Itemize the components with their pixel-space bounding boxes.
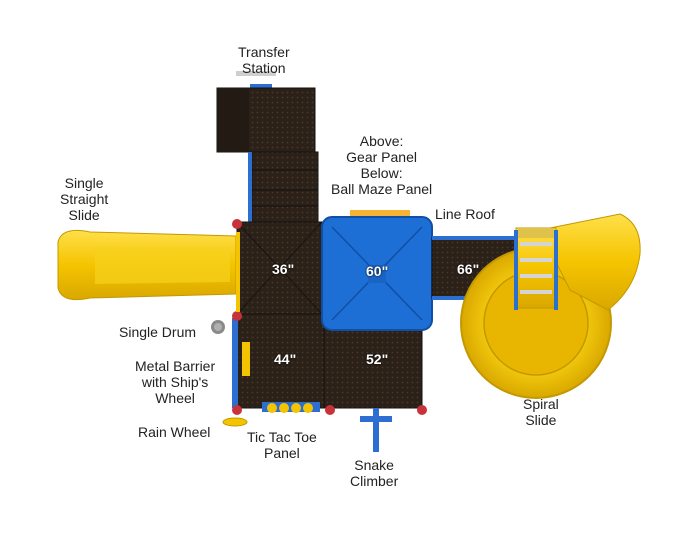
label-tic-tac-toe: Tic Tac Toe Panel [247,429,317,461]
deck-36 [236,221,323,315]
label-metal-barrier: Metal Barrier with Ship's Wheel [135,358,216,406]
metal-barrier [232,318,250,408]
single-drum [211,320,225,334]
straight-slide [57,229,237,301]
label-spiral-slide: Spiral Slide [523,396,559,428]
label-single-drum: Single Drum [119,324,197,340]
deck-44-label: 44" [274,351,297,367]
deck-66-label: 66" [457,261,480,277]
label-gear-panel: Above: Gear Panel Below: Ball Maze Panel [331,133,433,197]
posts [236,210,410,312]
deck-52-label: 52" [366,351,389,367]
transfer-station-deck [216,87,316,153]
deck-60-label: 60" [366,263,389,279]
spiral-slide [460,213,641,399]
label-rain-wheel: Rain Wheel [138,424,211,440]
deck-36-label: 36" [272,261,295,277]
deck-60-roof [321,216,433,331]
label-transfer-station: Transfer Station [238,44,290,76]
label-line-roof: Line Roof [435,206,495,222]
label-single-straight-slide: Single Straight Slide [60,175,109,223]
transfer-station-step [236,71,276,89]
tic-tac-toe-panel [262,402,320,413]
rain-wheel [222,417,248,427]
snake-climber [360,408,392,452]
clamps [232,219,427,415]
label-snake-climber: Snake Climber [350,457,399,489]
stair-connector [248,151,319,223]
